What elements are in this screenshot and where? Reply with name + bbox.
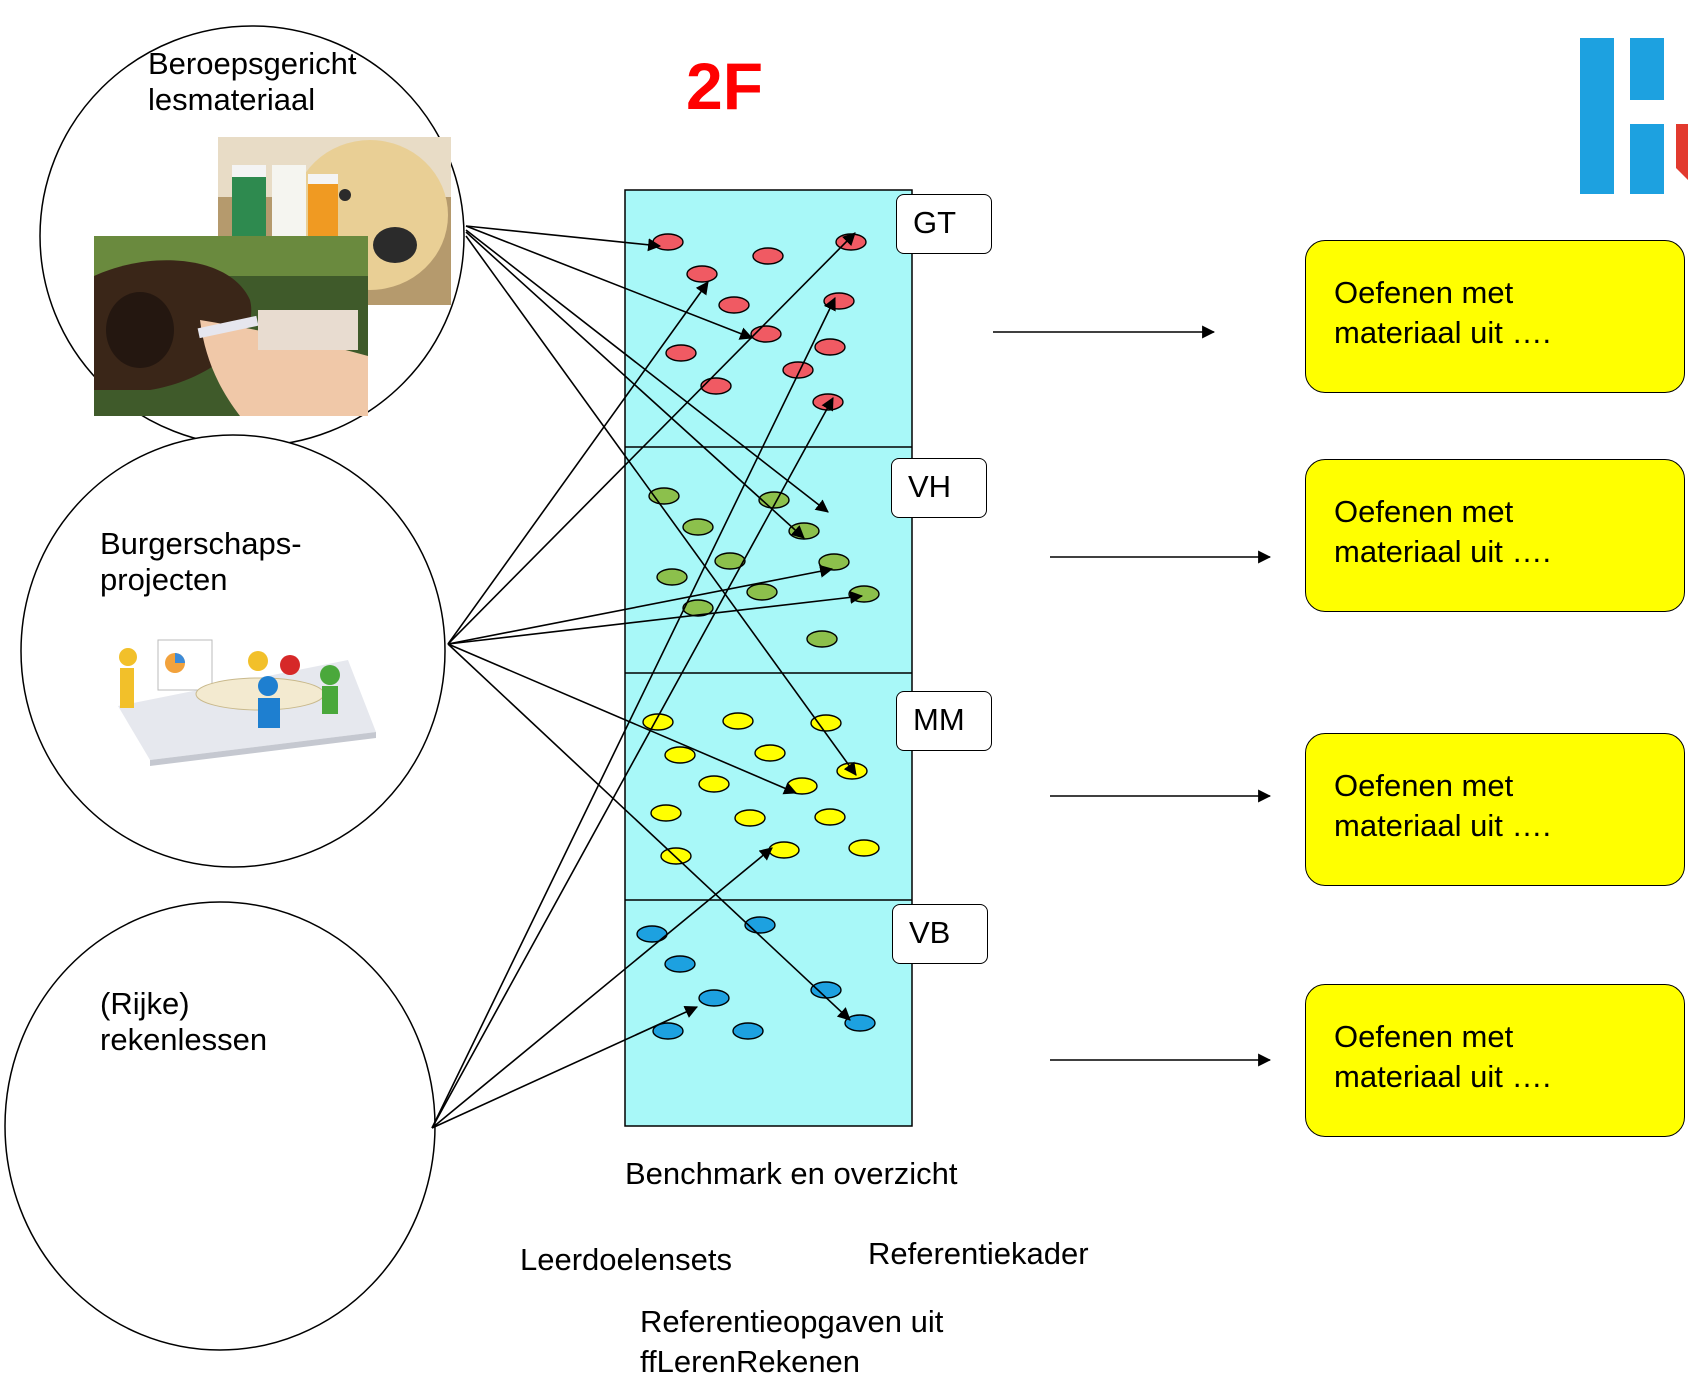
level-tag-vb: VB (892, 904, 988, 964)
goal-dot-vb (810, 981, 842, 999)
goal-dot-gt (652, 233, 684, 251)
goal-dot-vb (652, 1022, 684, 1040)
goal-dot-vh (806, 630, 838, 648)
level-tag-gt: GT (896, 194, 992, 254)
goal-dot-mm (664, 746, 696, 764)
goal-dot-mm (642, 713, 674, 731)
goal-dot-mm (754, 744, 786, 762)
goal-dot-vh (746, 583, 778, 601)
goal-dot-mm (660, 847, 692, 865)
goal-dot-vh (714, 552, 746, 570)
goal-dot-gt (782, 361, 814, 379)
source-label-reken: (Rijke) rekenlessen (100, 986, 268, 1057)
hu-logo (1580, 38, 1688, 194)
source-label-burgerschap: Burgerschaps- projecten (100, 526, 302, 597)
goal-dot-vb (844, 1014, 876, 1032)
goal-dot-vh (848, 585, 880, 603)
caption-referentieopgaven: Referentieopgaven uit ffLerenRekenen (640, 1304, 944, 1380)
source-circle-reken (4, 901, 436, 1351)
goal-dot-vh (682, 518, 714, 536)
mapping-arrow (465, 225, 662, 252)
meeting-clipart (118, 639, 376, 766)
goal-dot-mm (836, 762, 868, 780)
goal-dot-mm (810, 714, 842, 732)
goal-dot-gt (718, 296, 750, 314)
practice-box-vh: Oefenen met materiaal uit …. (1305, 459, 1685, 612)
mapping-arrow (431, 297, 836, 1129)
goal-dot-vb (664, 955, 696, 973)
goal-dot-vh (818, 553, 850, 571)
practice-box-gt: Oefenen met materiaal uit …. (1305, 240, 1685, 393)
mapping-arrows (431, 225, 864, 1129)
mapping-arrow (465, 235, 857, 776)
goal-dot-gt (814, 338, 846, 356)
horse-photo (94, 236, 368, 416)
goal-dot-gt (752, 247, 784, 265)
goal-dot-mm (698, 775, 730, 793)
goal-dot-mm (722, 712, 754, 730)
caption-referentiekader: Referentiekader (868, 1236, 1089, 1271)
mapping-arrow (447, 232, 856, 645)
goal-dot-vb (732, 1022, 764, 1040)
goal-dot-gt (665, 344, 697, 362)
source-circle-burgerschap (20, 434, 446, 868)
practice-box-mm: Oefenen met materiaal uit …. (1305, 733, 1685, 886)
goal-dot-gt (686, 265, 718, 283)
goal-dot-vb (636, 925, 668, 943)
mapping-arrow (447, 564, 834, 645)
level-tag-vh: VH (891, 458, 987, 518)
mapping-arrow (431, 847, 773, 1129)
goal-dot-gt (700, 377, 732, 395)
goal-dot-vh (682, 599, 714, 617)
goal-dot-vh (656, 568, 688, 586)
practice-box-vb: Oefenen met materiaal uit …. (1305, 984, 1685, 1137)
goal-dot-gt (823, 292, 855, 310)
mapping-arrow (447, 281, 709, 645)
goal-dot-mm (814, 808, 846, 826)
goal-dot-mm (768, 841, 800, 859)
caption-benchmark: Benchmark en overzicht (625, 1156, 958, 1191)
mapping-arrow (447, 590, 864, 645)
caption-leerdoelensets: Leerdoelensets (520, 1242, 732, 1277)
mapping-arrow (431, 1006, 698, 1129)
goal-dot-mm (848, 839, 880, 857)
mapping-arrow (431, 397, 834, 1129)
goal-dot-vb (698, 989, 730, 1007)
source-label-beroeps: Beroepsgericht lesmateriaal (148, 46, 357, 117)
level-tag-mm: MM (896, 691, 992, 751)
mapping-arrow (465, 225, 754, 340)
goal-dot-mm (734, 809, 766, 827)
goal-dot-vh (788, 522, 820, 540)
goal-dot-mm (650, 804, 682, 822)
mapping-arrow (447, 643, 797, 795)
page-title: 2F (686, 49, 764, 123)
mapping-arrow (465, 229, 829, 513)
mapping-arrow (447, 643, 851, 1021)
